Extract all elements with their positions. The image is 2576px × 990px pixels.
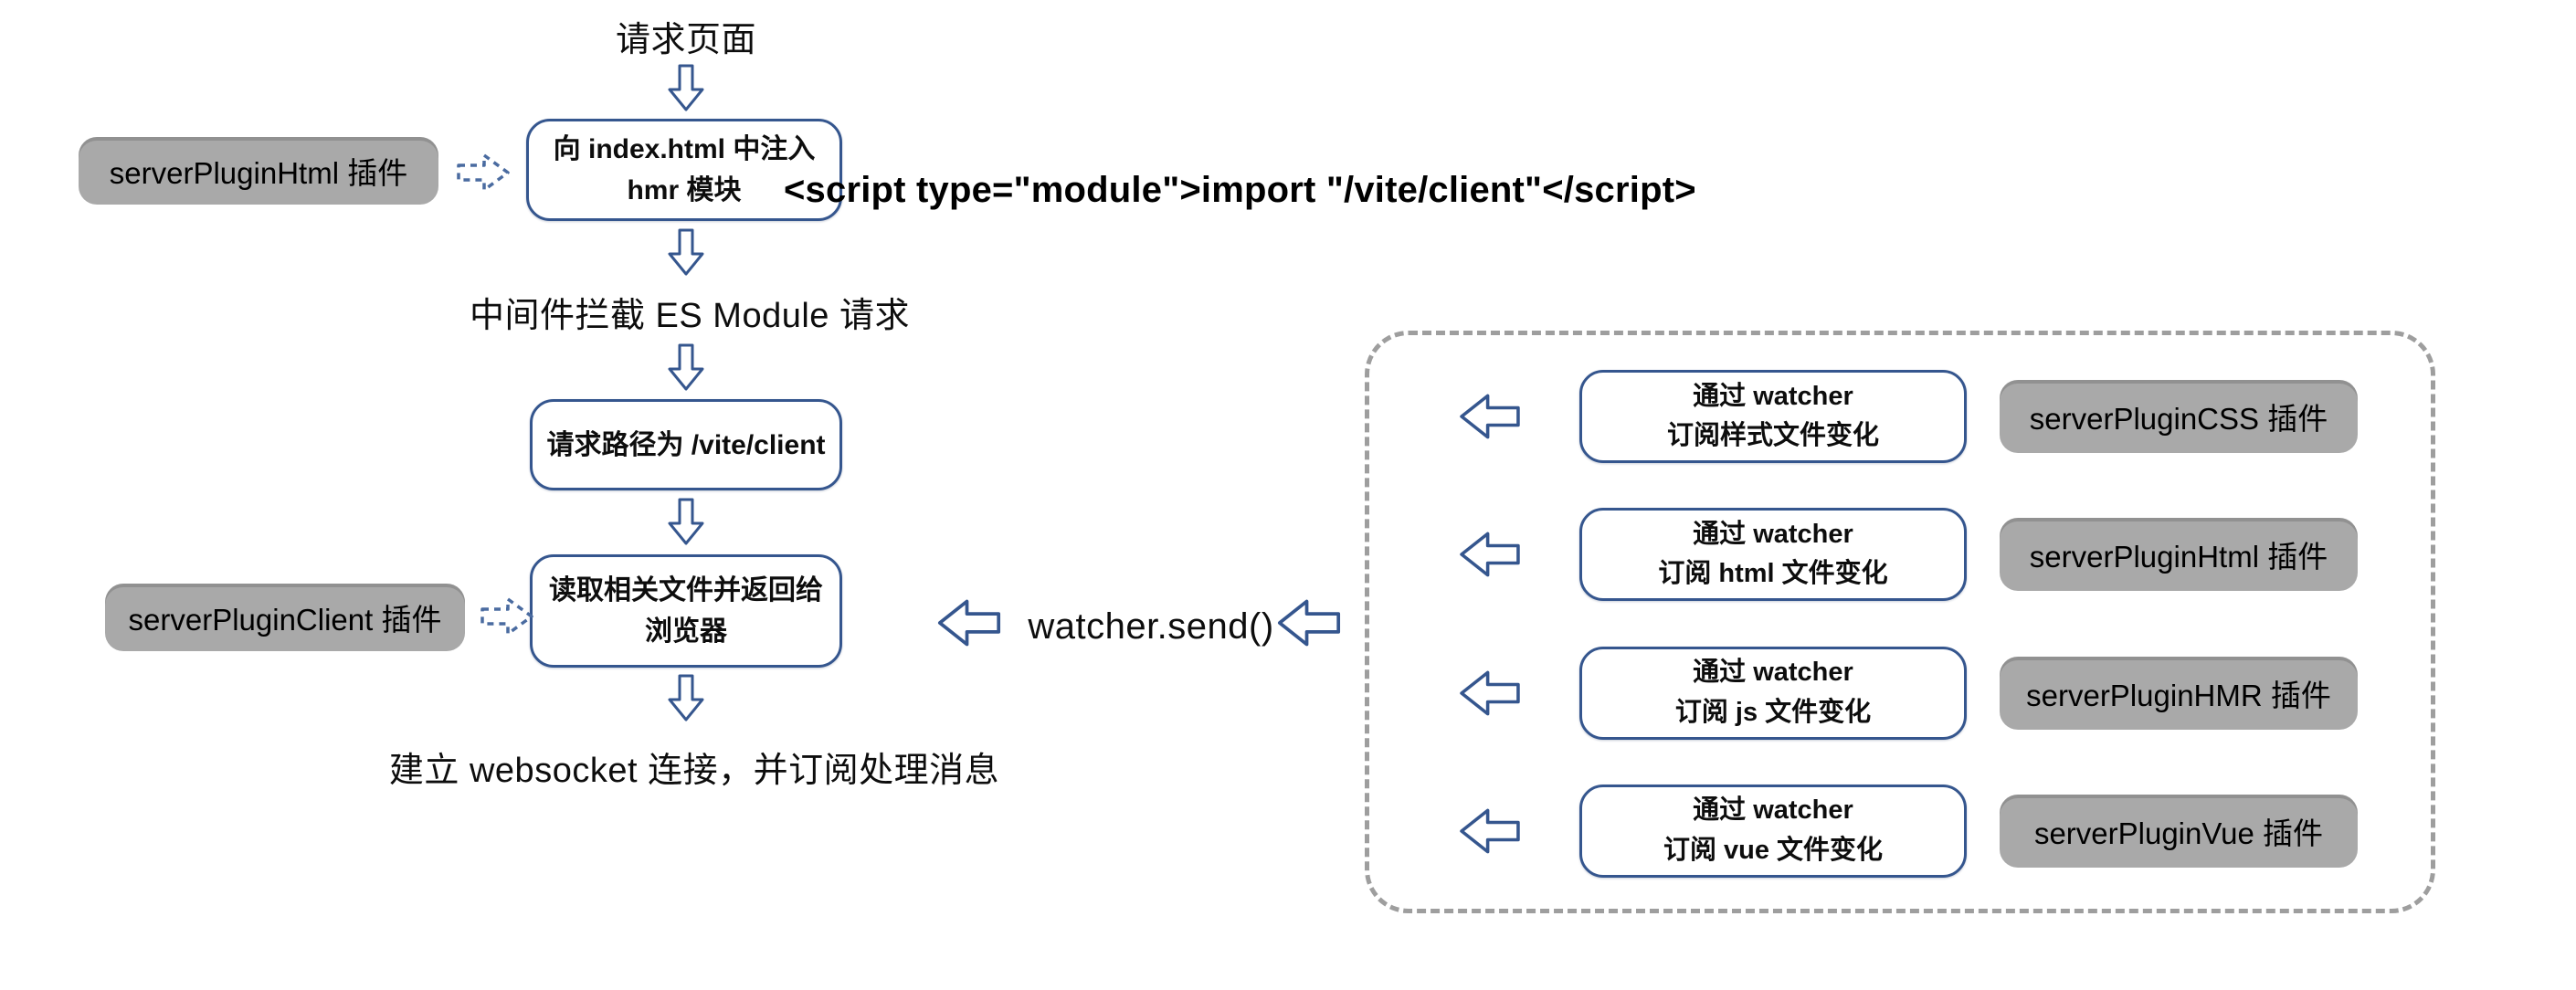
left-arrow-icon — [937, 599, 1001, 647]
plugin-badge: serverPluginVue 插件 — [2000, 794, 2358, 868]
down-arrow-icon — [668, 674, 704, 721]
left-arrow-icon — [1457, 394, 1523, 439]
inject-hmr-box: 向 index.html 中注入 hmr 模块 — [526, 119, 842, 221]
watcher-box-line1: 通过 watcher — [1693, 795, 1853, 826]
watcher-row: 通过 watcher 订阅样式文件变化 serverPluginCSS 插件 — [1369, 370, 2431, 463]
vite-client-path-box: 请求路径为 /vite/client — [530, 399, 842, 490]
watcher-box: 通过 watcher 订阅 html 文件变化 — [1579, 508, 1967, 602]
watcher-box-line2: 订阅样式文件变化 — [1666, 421, 1879, 450]
server-plugin-client-badge: serverPluginClient 插件 — [105, 584, 465, 651]
websocket-label: 建立 websocket 连接，并订阅处理消息 — [388, 752, 1000, 790]
inject-hmr-box-line1: 向 index.html 中注入 — [553, 134, 816, 164]
read-file-box: 读取相关文件并返回给 浏览器 — [530, 554, 842, 668]
server-plugin-html-badge: serverPluginHtml 插件 — [79, 137, 438, 205]
watcher-box-line1: 通过 watcher — [1693, 381, 1853, 411]
plugin-badge: serverPluginCSS 插件 — [2000, 380, 2358, 453]
inject-hmr-box-line2: hmr 模块 — [627, 175, 742, 205]
read-file-box-line1: 读取相关文件并返回给 — [549, 575, 823, 606]
watcher-panel: 通过 watcher 订阅样式文件变化 serverPluginCSS 插件 通… — [1365, 331, 2435, 913]
plugin-badge: serverPluginHMR 插件 — [2000, 656, 2358, 730]
dashed-right-arrow-icon — [455, 150, 512, 195]
watcher-send-label: watcher.send() — [1028, 606, 1274, 647]
watcher-box: 通过 watcher 订阅 vue 文件变化 — [1579, 784, 1967, 878]
watcher-row: 通过 watcher 订阅 vue 文件变化 serverPluginVue 插… — [1369, 784, 2431, 878]
down-arrow-icon — [668, 343, 704, 391]
watcher-box: 通过 watcher 订阅 js 文件变化 — [1579, 646, 1967, 740]
script-snippet: <script type="module">import "/vite/clie… — [784, 170, 1696, 210]
watcher-box-line2: 订阅 html 文件变化 — [1658, 559, 1888, 589]
left-arrow-icon — [1457, 670, 1523, 716]
watcher-row: 通过 watcher 订阅 html 文件变化 serverPluginHtml… — [1369, 508, 2431, 602]
middleware-label: 中间件拦截 ES Module 请求 — [470, 297, 910, 335]
watcher-box-line2: 订阅 vue 文件变化 — [1663, 835, 1884, 865]
watcher-box-line1: 通过 watcher — [1693, 658, 1853, 688]
left-arrow-icon — [1457, 808, 1523, 854]
down-arrow-icon — [668, 64, 704, 111]
watcher-box-line1: 通过 watcher — [1693, 519, 1853, 549]
down-arrow-icon — [668, 228, 704, 276]
watcher-box-line2: 订阅 js 文件变化 — [1674, 697, 1872, 727]
left-arrow-icon — [1457, 532, 1523, 577]
read-file-box-line2: 浏览器 — [645, 616, 727, 647]
watcher-row: 通过 watcher 订阅 js 文件变化 serverPluginHMR 插件 — [1369, 646, 2431, 740]
down-arrow-icon — [668, 498, 704, 545]
watcher-box: 通过 watcher 订阅样式文件变化 — [1579, 370, 1967, 463]
plugin-badge: serverPluginHtml 插件 — [2000, 518, 2358, 592]
left-arrow-icon — [1277, 599, 1341, 647]
vite-client-path-label: 请求路径为 /vite/client — [546, 429, 826, 460]
request-page-label: 请求页面 — [615, 21, 756, 59]
dashed-right-arrow-icon — [479, 594, 535, 639]
